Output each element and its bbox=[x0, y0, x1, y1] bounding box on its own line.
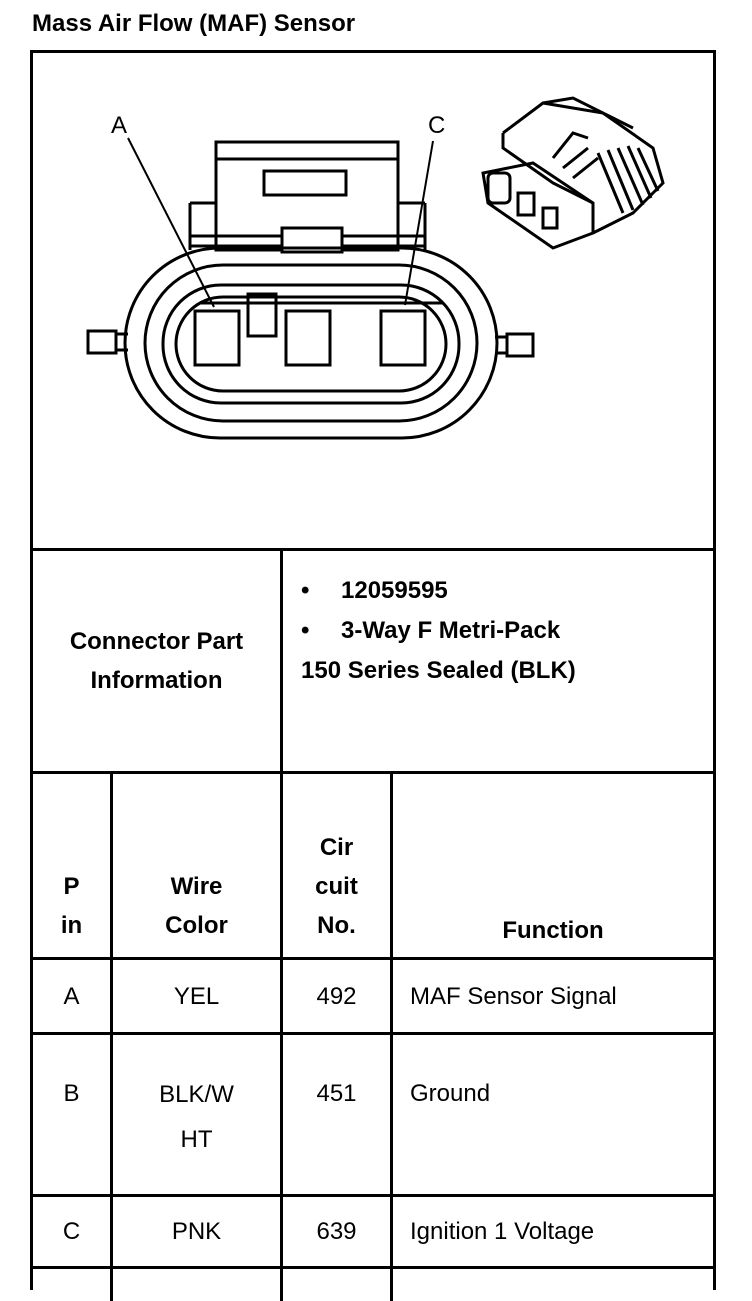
header-wire-color: Wire Color bbox=[113, 813, 280, 957]
row-b-function: Ground bbox=[410, 1079, 491, 1107]
divider-info bbox=[33, 771, 713, 774]
connector-info-label-line2: Information bbox=[90, 667, 223, 694]
row-a-pin: A bbox=[63, 982, 80, 1010]
header-wire-line1: Wire bbox=[170, 873, 223, 900]
row-a-wire: YEL bbox=[173, 982, 220, 1010]
divider-row-c bbox=[33, 1266, 713, 1269]
divider-diagram bbox=[33, 548, 713, 551]
divider-col-info bbox=[280, 548, 283, 774]
row-b-wire-line1: BLK/W bbox=[159, 1080, 234, 1108]
row-b-circuit: 451 bbox=[316, 1079, 357, 1107]
connector-info-label: Connector Part Information bbox=[33, 551, 280, 771]
divider-row-a bbox=[33, 1032, 713, 1035]
list-item: •3-Way F Metri-Pack bbox=[301, 617, 561, 644]
row-c-pin: C bbox=[62, 1218, 81, 1245]
row-b-pin: B bbox=[63, 1079, 80, 1107]
row-c-function: Ignition 1 Voltage bbox=[410, 1218, 595, 1245]
header-circuit: Cir cuit No. bbox=[283, 774, 390, 957]
divider-col-3 bbox=[390, 771, 393, 1301]
pin-c-callout: C bbox=[428, 112, 445, 139]
pin-a-callout: A bbox=[111, 112, 127, 139]
divider-col-2 bbox=[280, 771, 283, 1301]
list-item: •12059595 bbox=[301, 577, 448, 604]
header-circuit-line1: Cir bbox=[319, 834, 354, 861]
row-b-wire-line2: HT bbox=[180, 1125, 213, 1153]
row-a-function: MAF Sensor Signal bbox=[410, 982, 617, 1010]
header-wire-line2: Color bbox=[165, 912, 228, 939]
header-circuit-line2: cuit bbox=[315, 873, 358, 900]
divider-col-1 bbox=[110, 771, 113, 1301]
connector-info-label-line1: Connector Part bbox=[69, 628, 244, 655]
header-function-label: Function bbox=[502, 916, 604, 944]
divider-header bbox=[33, 957, 713, 960]
row-c-circuit: 639 bbox=[316, 1218, 357, 1245]
part-number: 12059595 bbox=[341, 577, 448, 604]
header-pin: P in bbox=[33, 813, 110, 957]
connector-diagram: A C bbox=[86, 96, 665, 440]
row-c-wire: PNK bbox=[171, 1218, 222, 1245]
header-function: Function bbox=[393, 903, 713, 957]
page-title: Mass Air Flow (MAF) Sensor bbox=[32, 10, 356, 37]
connector-series: 150 Series Sealed (BLK) bbox=[301, 657, 576, 684]
connector-info-details: •12059595 •3-Way F Metri-Pack 150 Series… bbox=[301, 571, 576, 691]
connector-type: 3-Way F Metri-Pack bbox=[341, 617, 561, 644]
connector-sheet: A C Connector Part Information •12059595… bbox=[30, 50, 716, 1301]
header-pin-line1: P bbox=[63, 873, 80, 900]
row-b-wire: BLK/W HT bbox=[113, 1035, 280, 1194]
row-a-circuit: 492 bbox=[316, 982, 357, 1010]
header-circuit-line3: No. bbox=[317, 912, 356, 939]
header-pin-line2: in bbox=[60, 912, 83, 939]
divider-row-b bbox=[33, 1194, 713, 1197]
